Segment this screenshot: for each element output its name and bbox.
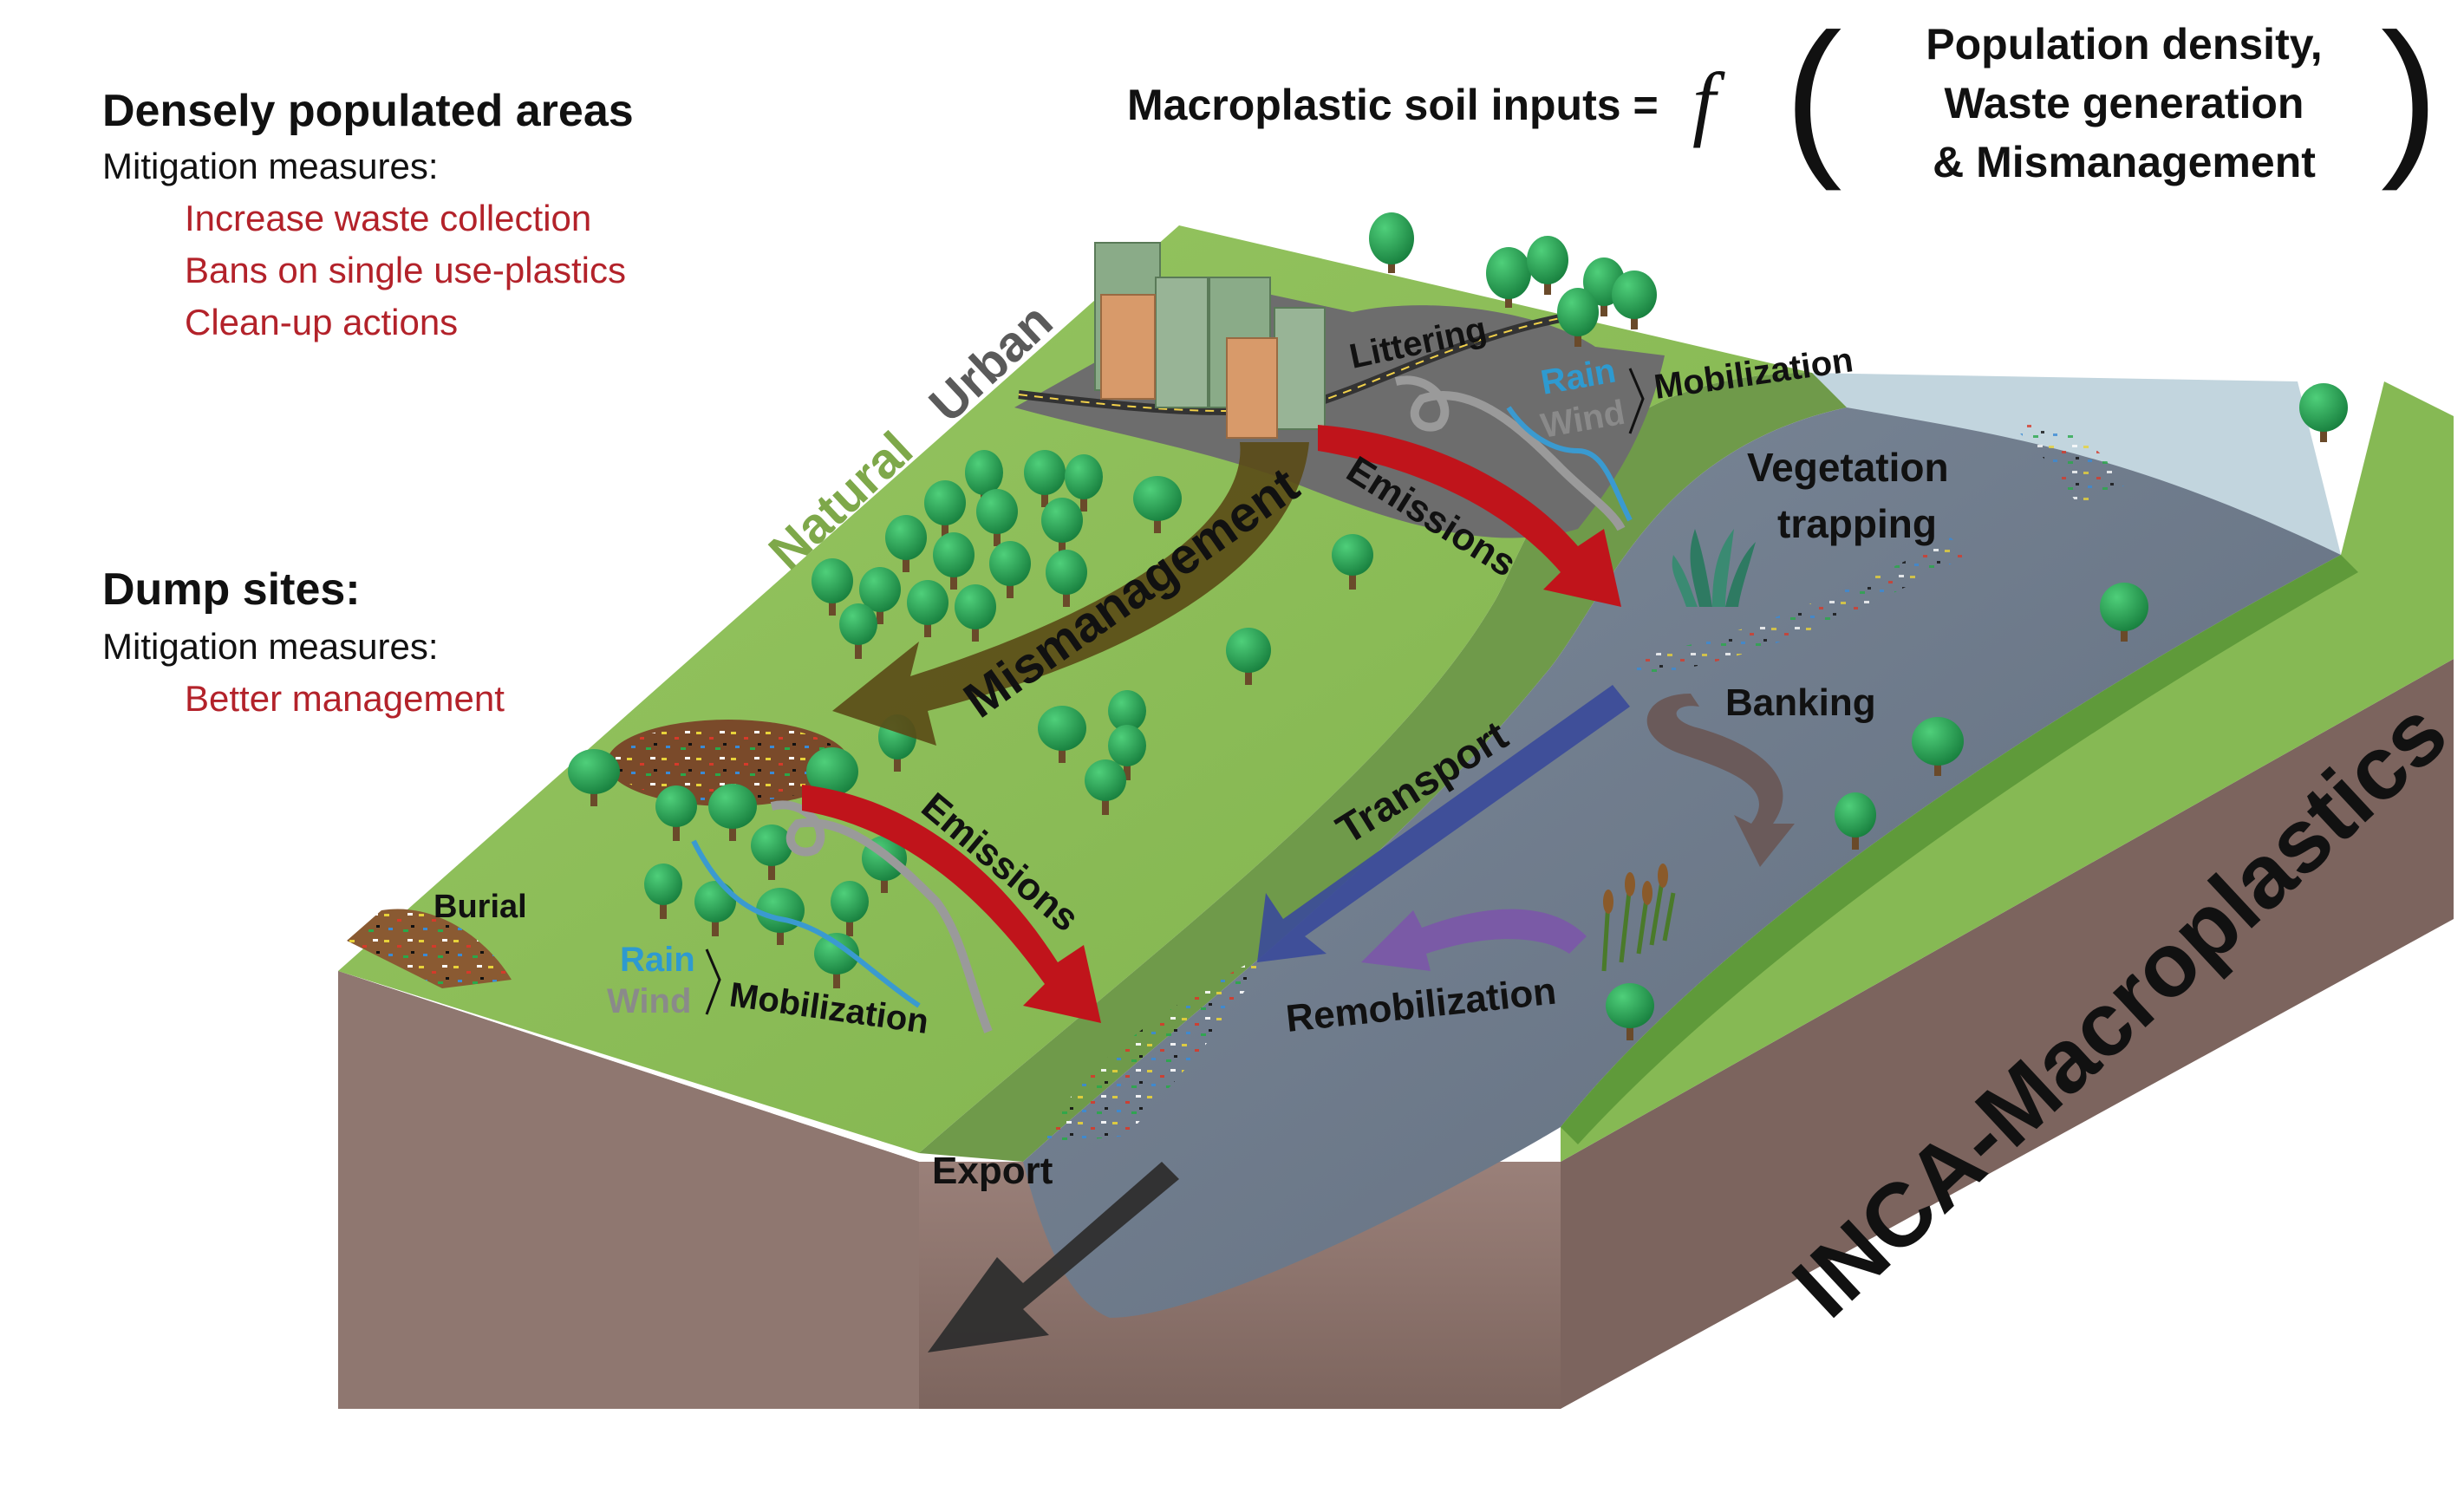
measure-better-management: Better management	[185, 678, 505, 719]
label-rain-bottom: Rain	[620, 941, 695, 979]
formula-open-paren: (	[1784, 0, 1842, 192]
wind-path-top	[1394, 375, 1626, 531]
dump-sites-heading: Dump sites:	[102, 564, 361, 615]
formula-term-population: Population density,	[1926, 20, 2323, 68]
right-bank-edge	[1561, 555, 2358, 1144]
label-banking: Banking	[1725, 681, 1876, 724]
soil-front-left-face-2	[338, 971, 919, 1409]
mismanagement-arrow	[832, 442, 1309, 746]
dump-mitigation-label: Mitigation measures:	[102, 626, 439, 667]
dense-mitigation-label: Mitigation measures:	[102, 146, 439, 186]
transport-arrow	[1257, 685, 1630, 962]
measure-clean-up: Clean-up actions	[185, 302, 459, 342]
measure-increase-collection: Increase waste collection	[185, 198, 592, 238]
formula-lhs: Macroplastic soil inputs =	[1127, 81, 1659, 129]
soil-right-face	[1561, 659, 2454, 1409]
label-export: Export	[932, 1150, 1053, 1192]
left-bank-slope	[919, 373, 1847, 1162]
burial-litter	[347, 909, 512, 988]
river-water	[1023, 407, 2341, 1318]
emissions-arrow-top	[1318, 425, 1621, 607]
banking-arrow	[1646, 694, 1795, 867]
dump-site-litter	[611, 724, 845, 802]
export-arrow	[928, 1162, 1179, 1352]
label-vegetation: Vegetation	[1747, 445, 1949, 490]
bay-litter	[2020, 423, 2124, 512]
remobilization-arrow	[1361, 909, 1587, 971]
formula-function: f	[1692, 55, 1716, 148]
river-litter-stream	[1630, 538, 1968, 676]
trees	[568, 212, 2348, 1040]
bracket-top	[1628, 368, 1645, 434]
bracket-bottom	[705, 948, 721, 1015]
rain-path-bottom	[691, 839, 921, 1008]
formula-term-waste: Waste generation	[1944, 79, 2304, 127]
label-wind-bottom: Wind	[607, 982, 691, 1020]
measure-bans-single-use: Bans on single use-plastics	[185, 250, 626, 290]
emissions-arrow-bottom	[802, 785, 1101, 1023]
water-plant-icon	[1672, 529, 1756, 607]
rain-path-top	[1506, 406, 1633, 522]
formula-term-mismanagement: & Mismanagement	[1933, 138, 2316, 186]
export-litter-plume	[1040, 954, 1266, 1144]
formula-close-paren: )	[2381, 0, 2439, 192]
reeds-icon	[1601, 864, 1676, 972]
dense-areas-heading: Densely populated areas	[102, 86, 634, 136]
label-trapping: trapping	[1777, 501, 1937, 546]
wind-path-bottom	[770, 800, 993, 1033]
buildings	[1094, 242, 1326, 439]
label-burial: Burial	[433, 889, 527, 925]
